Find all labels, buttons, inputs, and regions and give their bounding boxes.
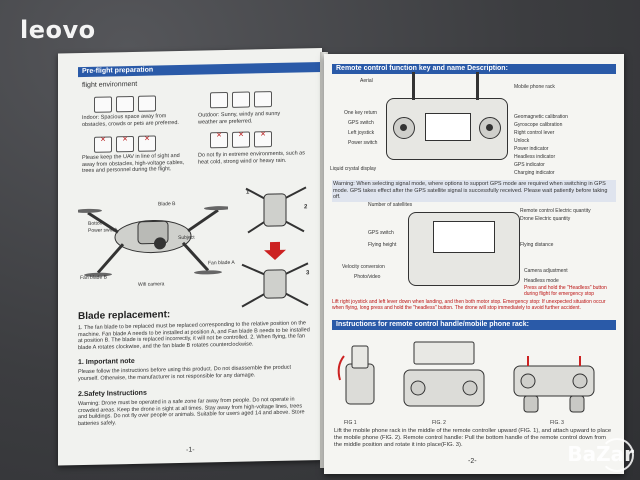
label-rc-quantity: Remote control Electric quantity — [520, 208, 591, 214]
important-note-title: 1. Important note — [78, 357, 135, 367]
person-icon — [138, 95, 156, 112]
rc-handle-header: Instructions for remote control handle/m… — [332, 320, 616, 330]
indoor-text: Indoor: Spacious space away from obstacl… — [82, 113, 179, 128]
fig-2-label: FIG. 2 — [432, 420, 446, 426]
label-blade-b: Blade B — [158, 201, 176, 208]
label-power-indicator: Power indicator — [514, 146, 549, 152]
bazar-watermark: BaZar — [567, 442, 634, 466]
line-of-sight-text: Please keep the UAV in line of sight and… — [82, 152, 185, 175]
warning-note: Warning: When selecting signal mode, whe… — [332, 180, 616, 202]
label-fan-blade-b: Fan blade B — [80, 274, 107, 282]
install-instructions: Lift the mobile phone rack in the middle… — [334, 428, 612, 448]
wind-icon — [254, 91, 272, 108]
label-left-joystick: Left joystick — [348, 130, 375, 136]
label-headless-indicator: Headless indicator — [514, 154, 556, 160]
sun-icon — [210, 91, 228, 109]
remote-controller-top — [386, 98, 508, 160]
label-power-switch: Power switch — [88, 227, 118, 234]
label-bottom: Bottom — [88, 220, 104, 227]
step-1: 1 — [246, 189, 250, 196]
outdoor-text: Outdoor: Sunny, windy and sunny weather … — [198, 110, 281, 126]
antenna-left — [412, 72, 415, 100]
left-page: Pre-flight preparation flight environmen… — [58, 48, 322, 466]
label-power-switch-rc: Power switch — [348, 140, 378, 146]
label-subject: Subject — [178, 234, 195, 242]
remote-controller-detail — [408, 212, 520, 286]
label-charging-indicator: Charging indicator — [514, 170, 555, 176]
antenna-right — [476, 72, 479, 100]
rc-description-header: Remote control function key and name Des… — [332, 64, 616, 74]
label-geomagnetic: Geomagnetic calibration — [514, 114, 568, 120]
label-fan-blade-a: Fan blade A — [208, 259, 235, 267]
emergency-note: Lift right joystick and left lever down … — [332, 299, 606, 311]
leovo-watermark: leovo — [20, 16, 96, 44]
no-snow-icon — [210, 131, 228, 149]
important-note-text: Please follow the instructions before us… — [78, 364, 292, 382]
flight-environment-title: flight environment — [82, 80, 138, 90]
safety-text: Warning: Drone must be operated in a saf… — [78, 396, 305, 427]
left-joystick — [393, 117, 415, 139]
label-num-satellites: Number of satellites — [368, 202, 413, 208]
step-3: 3 — [306, 270, 310, 277]
label-headless-mode: Headless mode — [524, 278, 559, 284]
page-number-left: -1- — [186, 446, 195, 454]
label-flying-distance: Flying distance — [520, 242, 554, 248]
extreme-env-text: Do not fly in extreme environments, such… — [198, 150, 305, 166]
no-tree-icon — [94, 136, 112, 153]
page-number-right: -2- — [468, 458, 477, 465]
label-lcd: Liquid crystal display — [330, 166, 377, 172]
label-gps-switch-mid: GPS switch — [368, 230, 394, 236]
fig-3-label: FIG. 3 — [550, 420, 564, 426]
house-icon — [116, 95, 134, 113]
label-unlock: Unlock — [514, 138, 530, 144]
label-gps-switch: GPS switch — [348, 120, 374, 126]
blade-replacement-text: 1. The fan blade to be replaced must be … — [78, 320, 310, 351]
drone-illustration — [78, 206, 228, 277]
label-drone-quantity: Drone Electric quantity — [520, 216, 571, 222]
label-flying-height: Flying height — [368, 242, 397, 248]
lcd-detail — [433, 221, 495, 253]
lcd-screen — [425, 113, 471, 141]
manual-booklet: Pre-flight preparation flight environmen… — [58, 40, 630, 474]
fig-1-label: FIG 1 — [344, 420, 357, 426]
no-crowd-icon — [116, 135, 134, 153]
label-mobile-rack: Mobile phone rack — [514, 84, 555, 90]
preflight-header: Pre-flight preparation — [78, 62, 322, 78]
install-figures — [337, 341, 595, 413]
label-aerial: Aerial — [360, 78, 373, 84]
bazar-logo-ring — [600, 438, 634, 472]
label-velocity: Velocity conversion — [342, 264, 385, 270]
label-camera-adjust: Camera adjustment — [524, 268, 568, 274]
label-one-key-return: One key return — [344, 110, 378, 116]
safety-title: 2.Safety Instructions — [78, 389, 147, 399]
label-gps-indicator: GPS indicator — [514, 162, 545, 168]
cloud-icon — [232, 91, 250, 108]
label-gyroscope: Gyroscope calibration — [514, 122, 563, 128]
label-right-lever: Right control lever — [514, 130, 555, 136]
step-2: 2 — [304, 204, 308, 211]
headless-note: Press and hold the "Headless" button dur… — [524, 285, 607, 297]
label-wifi-camera: Wifi camera — [138, 281, 165, 288]
right-page: Remote control function key and name Des… — [324, 54, 624, 474]
folding-steps-illustration — [241, 186, 309, 308]
label-photo-video: Photo/video — [354, 274, 381, 280]
no-cable-icon — [138, 135, 156, 152]
blade-replacement-title: Blade replacement: — [78, 309, 171, 323]
no-storm-icon — [232, 131, 250, 148]
indoor-icon — [94, 96, 112, 113]
right-joystick — [479, 117, 501, 139]
no-rain-icon — [254, 131, 272, 148]
